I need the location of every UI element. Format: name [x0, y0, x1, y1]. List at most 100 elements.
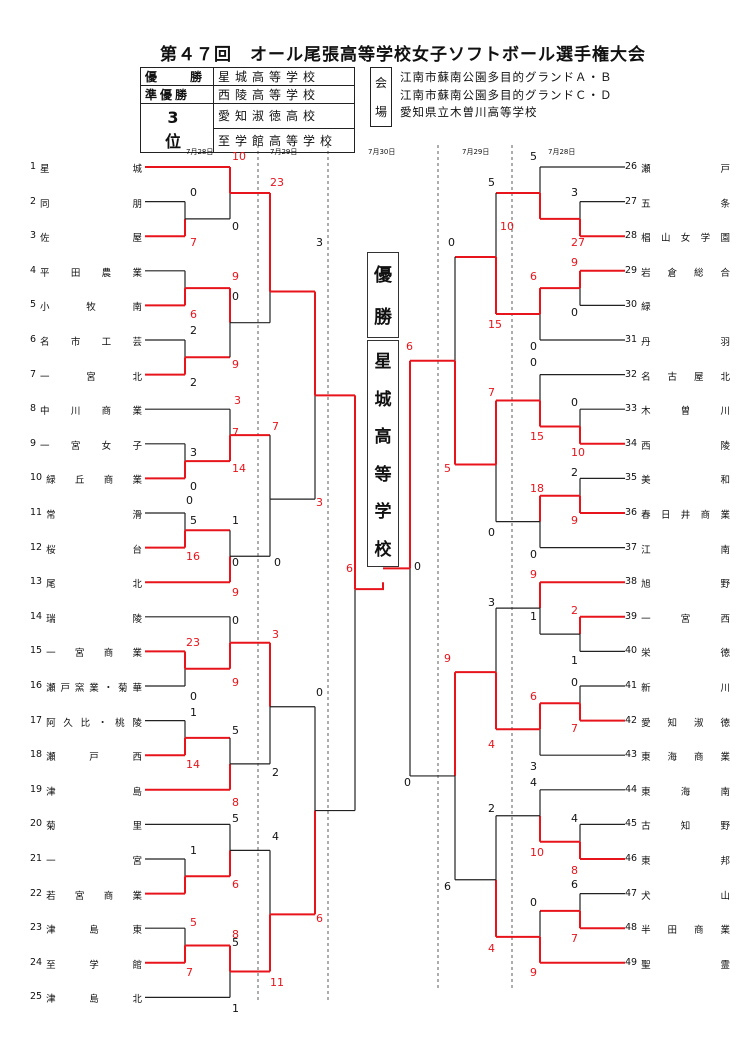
team-name-char: 学: [700, 233, 711, 245]
team-name-char: 芸: [132, 337, 142, 348]
venue-label-char: 場: [374, 105, 387, 119]
team-number: 40: [625, 645, 638, 657]
team-name-char: 宮: [70, 440, 81, 452]
score-value: 9: [444, 652, 451, 665]
score-value: 5: [444, 462, 451, 475]
team-number: 16: [30, 680, 43, 691]
champion-team-char: 校: [374, 539, 392, 560]
team-number: 48: [625, 922, 638, 934]
team-name-char: 瀬: [46, 683, 56, 694]
team-name-char: 商: [694, 752, 704, 764]
team-name: 桜台: [46, 542, 142, 556]
team-name-char: 女: [101, 440, 112, 452]
venue-label: 会 場: [370, 67, 392, 127]
team-name: 同朋: [40, 196, 142, 210]
score-value: 2: [272, 766, 279, 779]
result-team: 西陵高等学校: [213, 85, 355, 104]
score-value: 0: [404, 776, 411, 789]
team-name-char: 旭: [641, 579, 651, 591]
team-name: 木曽川: [641, 403, 730, 417]
team-name-char: 業: [720, 925, 730, 937]
score-value: 7: [272, 420, 279, 433]
team-name-char: 業: [720, 510, 730, 521]
team-number: 22: [30, 887, 43, 899]
team-name-char: 津: [46, 925, 56, 937]
team-name-char: 北: [132, 994, 142, 1006]
team-name: 常滑: [46, 507, 142, 521]
team-name-char: 尾: [46, 579, 56, 591]
team-name-char: 丹: [641, 337, 651, 348]
score-value: 5: [190, 514, 197, 527]
champion-team-char: 学: [374, 502, 392, 523]
team-number: 25: [30, 991, 43, 1003]
team-number: 23: [30, 922, 43, 934]
result-row: 至学館高等学校: [141, 127, 355, 153]
team-name: 古知野: [641, 818, 730, 832]
team-name-char: 条: [720, 198, 730, 210]
date-label: 7月29日: [462, 148, 490, 156]
team-number: 10: [30, 472, 43, 484]
score-value: 3: [571, 186, 578, 199]
score-value: 5: [232, 724, 239, 737]
team-name-char: 一: [641, 613, 651, 625]
team-name: 一宮: [46, 853, 142, 867]
team-name: 星城: [40, 161, 142, 175]
team-name-char: 陵: [132, 613, 142, 625]
team-name: 五条: [641, 196, 730, 210]
score-value: 27: [571, 236, 585, 249]
team-name-char: 美: [641, 475, 651, 487]
team-name: 椙山女学園: [641, 230, 730, 244]
team-name: 旭野: [641, 576, 730, 590]
score-value: 9: [232, 586, 239, 599]
team-name-char: 業: [132, 475, 142, 487]
team-name-char: 学: [89, 959, 99, 971]
team-name-char: 業: [132, 267, 142, 279]
team-name-char: ・: [103, 683, 114, 694]
score-value: 2: [571, 466, 578, 479]
team-number: 33: [625, 403, 638, 415]
team-number: 45: [625, 818, 638, 830]
result-row: 準優勝 西陵高等学校: [140, 85, 355, 104]
score-value: 0: [530, 548, 537, 561]
score-value: 1: [530, 610, 537, 623]
team-name-char: 宮: [86, 371, 96, 383]
team-name-char: 城: [132, 164, 142, 175]
score-value: 0: [488, 526, 495, 539]
team-name-char: 倉: [667, 267, 678, 279]
team-name-char: 瑞: [46, 613, 56, 625]
champion-team-char: 星: [374, 352, 392, 373]
score-value: 0: [232, 614, 239, 627]
team-name-char: 井: [680, 510, 691, 521]
team-name: 岩倉総合: [641, 265, 730, 279]
team-name-char: 業: [132, 890, 142, 902]
score-value: 15: [530, 430, 544, 443]
team-name: 佐屋: [40, 230, 142, 244]
team-number: 26: [625, 161, 638, 172]
team-name-char: 子: [132, 440, 142, 452]
team-number: 14: [30, 610, 43, 622]
date-label: 7月30日: [368, 148, 396, 156]
score-value: 0: [530, 340, 537, 353]
score-value: 18: [530, 482, 544, 495]
score-value: 3: [488, 596, 495, 609]
venue-list: 江南市蘇南公園多目的グランドＡ・Ｂ 江南市蘇南公園多目的グランドＣ・Ｄ 愛知県立…: [400, 69, 613, 122]
team-number: 6: [30, 334, 37, 345]
team-name-char: 宮: [74, 890, 85, 902]
champion-team-char: 高: [374, 427, 392, 448]
champion-team-char: 等: [374, 464, 392, 485]
team-name: 緑: [641, 299, 730, 313]
score-value: 9: [232, 358, 239, 371]
team-name-char: 商: [103, 890, 114, 902]
team-number: 9: [30, 437, 37, 449]
